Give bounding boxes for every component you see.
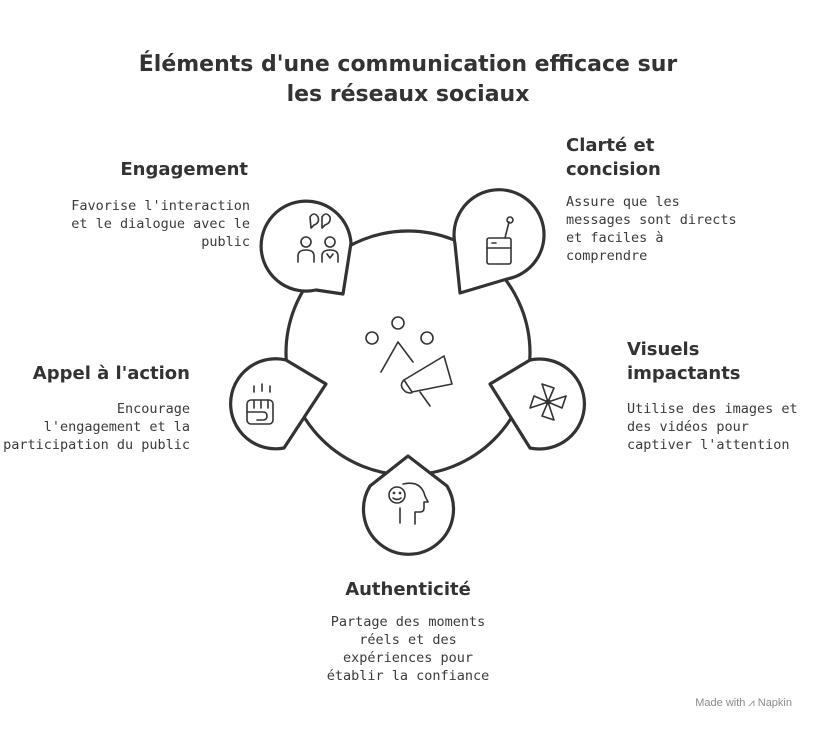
people-talking-icon — [297, 213, 339, 263]
node-appel — [229, 357, 328, 451]
drink-glass-icon — [486, 216, 514, 265]
desc-appel: Encourage l'engagement et la participati… — [3, 401, 190, 453]
heading-visuels-line-1: Visuels — [627, 339, 700, 360]
title-line-2: les réseaux sociaux — [286, 82, 530, 107]
node-clarte — [452, 188, 546, 295]
pinwheel-icon — [529, 383, 567, 421]
megaphone-audience-icon — [365, 316, 453, 407]
node-authenticite — [361, 454, 456, 556]
desc-clarte: Assure que les messages sont directs et … — [566, 194, 737, 264]
heading-visuels: Visuels impactants — [627, 338, 787, 386]
node-visuels — [488, 357, 586, 451]
heading-clarte-line-2: concision — [566, 159, 661, 180]
desc-authenticite: Partage des moments réels et des expérie… — [326, 614, 490, 684]
footer-credit: Made with ⩘ Napkin — [695, 697, 792, 710]
heading-clarte-line-1: Clarté et — [566, 135, 655, 156]
heading-clarte: Clarté et concision — [566, 134, 726, 182]
footer-brand: Napkin — [757, 697, 792, 709]
footer-made-with: Made with — [695, 697, 746, 709]
heading-authenticite: Authenticité — [345, 579, 471, 600]
diagram-title: Éléments d'une communication efficace su… — [0, 50, 816, 110]
head-smile-icon — [388, 482, 429, 525]
desc-visuels: Utilise des images et des vidéos pour ca… — [627, 401, 798, 453]
napkin-logo-icon: ⩘ — [748, 697, 755, 709]
title-line-1: Éléments d'une communication efficace su… — [138, 52, 678, 77]
fist-icon — [246, 383, 274, 425]
heading-engagement: Engagement — [120, 159, 248, 180]
desc-engagement: Favorise l'interaction et le dialogue av… — [71, 198, 250, 250]
heading-appel: Appel à l'action — [32, 363, 190, 384]
heading-visuels-line-2: impactants — [627, 363, 741, 384]
